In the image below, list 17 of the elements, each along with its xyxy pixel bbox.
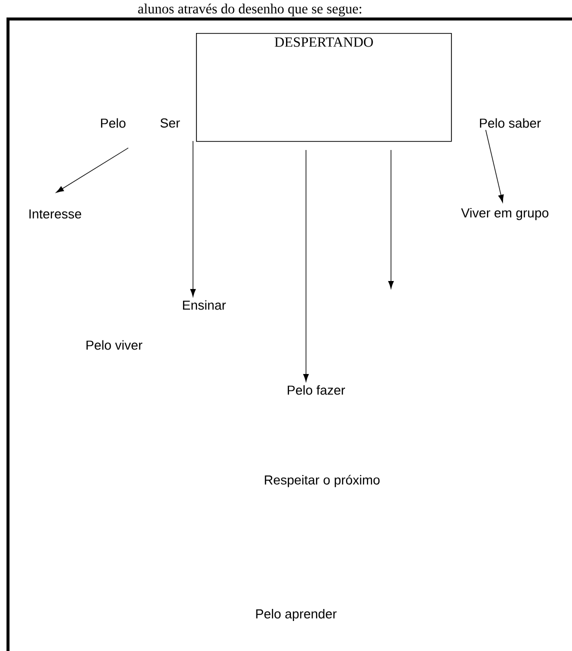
node-label: Ensinar [183, 300, 226, 310]
arrow [190, 140, 196, 297]
text-label: Respeitar o próximo [264, 474, 380, 488]
node-label: Pelo fazer [288, 385, 346, 395]
text-label: Ser [160, 118, 180, 128]
text-label: Pelo viver [86, 340, 142, 350]
node-label: Viver em grupo [461, 208, 548, 220]
node-label: Pelo [101, 118, 126, 128]
heading-text: alunos através do desenho que se segue: [138, 4, 362, 16]
title-box: DESPERTANDO [196, 33, 452, 142]
arrow [485, 130, 504, 203]
arrow [388, 150, 394, 289]
node-label: Pelo saber [480, 118, 541, 128]
node-label: Interesse [29, 209, 82, 219]
arrow [56, 148, 129, 193]
arrow [303, 150, 309, 382]
text-label: Pelo aprender [256, 608, 337, 622]
